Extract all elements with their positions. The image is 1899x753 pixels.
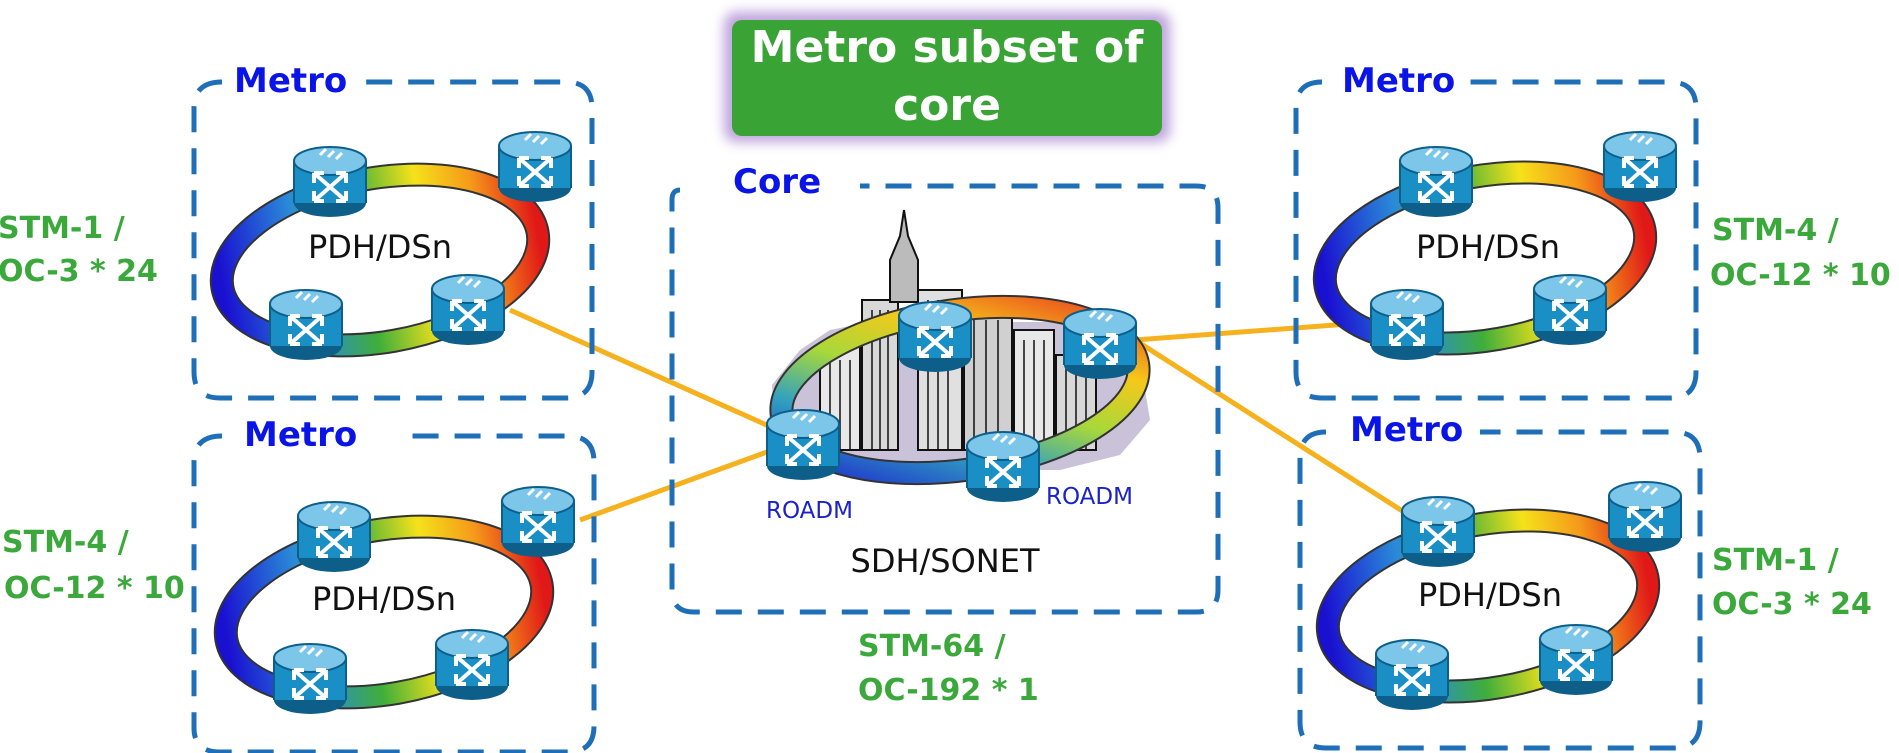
metro-ring-label: PDH/DSn [312,580,456,618]
router-icon [500,485,576,559]
metro-rate-line-1: STM-1 / [0,211,125,246]
metro-network-2: Metro PDH/DSn STM-4 / OC-12 * 10 [2,415,597,753]
router-icon [1398,145,1474,219]
link-core-metro3 [1134,319,1376,343]
metro-rate-line-2: OC-3 * 24 [0,254,158,289]
roadm-left-label: ROADM [766,498,853,524]
router-icon [292,145,368,219]
router-icon [1602,130,1678,204]
link-metro1-core [508,307,802,443]
metro-ring-label: PDH/DSn [1416,228,1560,266]
router-icon [497,130,573,204]
core-rate-line-1: STM-64 / [858,629,1006,664]
metro-box-label: Metro [244,415,357,455]
core-ring-label: SDH/SONET [851,542,1040,580]
router-icon [296,500,372,574]
router-icon [272,642,348,716]
router-icon [1538,623,1614,697]
metro-ring-label: PDH/DSn [1418,576,1562,614]
metro-network-3: Metro PDH/DSn STM-4 / OC-12 * 10 [1293,61,1891,401]
core-rate-line-2: OC-192 * 1 [858,673,1039,708]
inter-ring-links [508,307,1434,533]
link-core-metro4 [1133,337,1434,533]
banner-line-2: core [893,80,1001,131]
core-dashed-box [669,183,1221,615]
link-metro2-core [579,437,801,523]
metro-box-label: Metro [1350,410,1463,450]
router-icon [897,300,973,374]
router-icon [434,628,510,702]
core-box-label: Core [733,162,821,202]
metro-rate-line-1: STM-4 / [2,525,129,560]
roadm-right-label: ROADM [1046,484,1133,510]
metro-network-1: Metro PDH/DSn STM-1 / OC-3 * 24 [0,61,595,401]
router-icon [765,408,841,482]
router-icon [430,273,506,347]
router-icon [1374,638,1450,712]
router-icon [1400,495,1476,569]
router-icon [965,430,1041,504]
metro-box-label: Metro [234,61,347,101]
metro-network-4: Metro PDH/DSn STM-1 / OC-3 * 24 [1297,410,1872,751]
metro-rate-line-2: OC-12 * 10 [4,571,185,606]
metro-rate-line-2: OC-3 * 24 [1712,587,1872,622]
title-banner: Metro subset of core [724,12,1170,142]
metro-ring-label: PDH/DSn [308,228,452,266]
metro-rate-line-2: OC-12 * 10 [1710,258,1891,293]
metro-rate-line-1: STM-4 / [1712,213,1839,248]
router-icon [1369,288,1445,362]
metro-rate-line-1: STM-1 / [1712,543,1839,578]
banner-line-1: Metro subset of [751,22,1145,73]
core-network: Core ROADM ROA [669,162,1221,708]
metro-dashed-box [191,79,595,401]
metro-dashed-box [1297,429,1703,751]
router-icon [1607,480,1683,554]
metro-dashed-box [1293,79,1699,401]
metro-dashed-box [191,433,597,753]
router-icon [1532,273,1608,347]
metro-box-label: Metro [1342,61,1455,101]
router-icon [1062,307,1138,381]
router-icon [268,288,344,362]
